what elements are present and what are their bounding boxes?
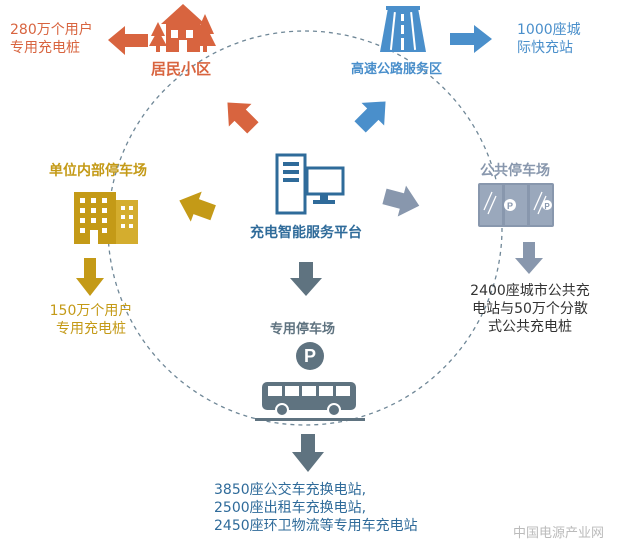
public-parking-down-arrow (515, 242, 543, 274)
svg-text:P: P (507, 201, 513, 211)
dedicated-parking-arrow (290, 262, 322, 296)
dedicated-parking-label: 专用停车场 (270, 322, 336, 337)
highway-arrow (354, 101, 386, 133)
dedicated-parking-note: 3850座公交车充换电站, 2500座出租车充换电站, 2450座环卫物流等专用… (214, 481, 418, 535)
public-parking-note-line: 2400座城市公共充 (470, 283, 590, 299)
server-monitor-icon (275, 153, 345, 215)
public-parking-arrow (382, 185, 420, 217)
residential-out-arrow (108, 26, 148, 55)
dedicated-parking-note-line: 2500座出租车充换电站, (214, 500, 367, 516)
svg-text:P: P (544, 202, 550, 211)
highway-note: 1000座城 际快充站 (517, 21, 581, 57)
workplace-label: 单位内部停车场 (49, 163, 147, 179)
residential-arrow (227, 102, 259, 134)
residential-label: 居民小区 (151, 60, 212, 78)
watermark: 中国电源产业网 (513, 526, 605, 541)
dedicated-parking-note-line: 2450座环卫物流等专用车充电站 (214, 518, 418, 534)
public-parking-note-line: 式公共充电桩 (488, 319, 572, 335)
highway-label: 高速公路服务区 (351, 62, 443, 77)
bus-icon (255, 382, 365, 421)
dedicated-down-arrow (292, 434, 324, 472)
workplace-note: 150万个用户 专用充电桩 (36, 302, 146, 338)
public-parking-label: 公共停车场 (480, 163, 550, 179)
highway-icon (380, 6, 426, 52)
public-parking-note: 2400座城市公共充 电站与50万个分散 式公共充电桩 (452, 282, 608, 336)
residential-note-line: 280万个用户 (10, 22, 93, 38)
residential-note-line: 专用充电桩 (10, 40, 80, 56)
center-platform-label: 充电智能服务平台 (250, 225, 362, 241)
highway-note-line: 际快充站 (517, 40, 573, 56)
workplace-note-line: 专用充电桩 (56, 321, 126, 337)
dedicated-parking-note-line: 3850座公交车充换电站, (214, 482, 367, 498)
highway-out-arrow (450, 25, 492, 53)
building-icon (74, 192, 138, 244)
public-parking-note-line: 电站与50万个分散 (472, 301, 588, 317)
workplace-arrow (179, 191, 216, 222)
workplace-down-arrow (76, 258, 104, 296)
workplace-note-line: 150万个用户 (49, 303, 133, 319)
parking-sign-icon: P (296, 342, 324, 370)
highway-note-line: 1000座城 (517, 22, 581, 38)
residential-note: 280万个用户 专用充电桩 (10, 21, 93, 57)
public-parking-icon: P P (478, 183, 554, 227)
residential-icon (149, 4, 216, 52)
